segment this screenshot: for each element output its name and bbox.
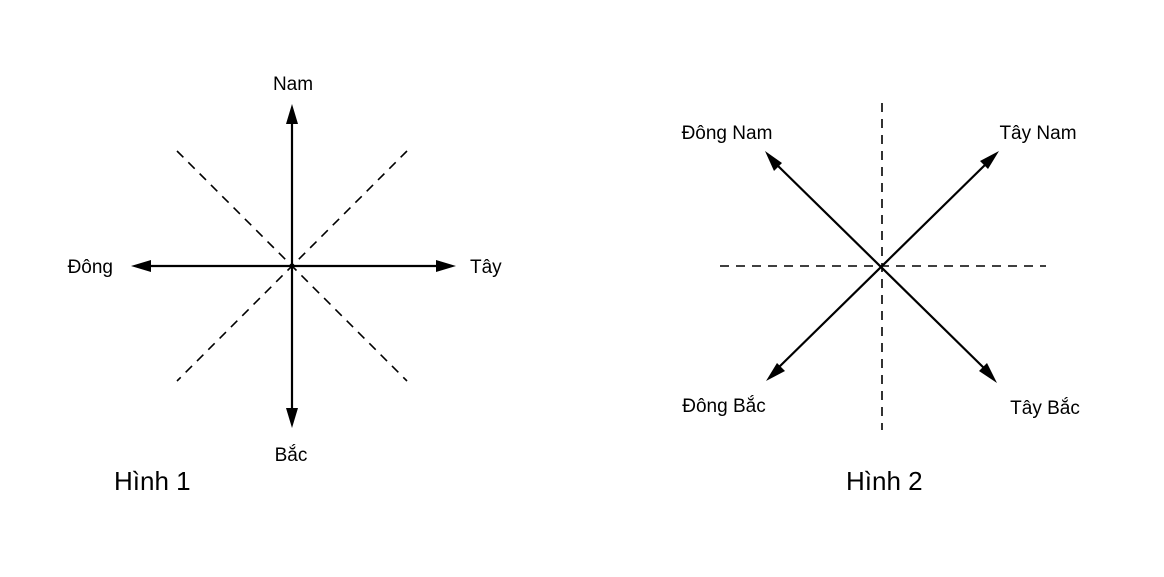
fig1-caption: Hình 1 bbox=[114, 466, 191, 496]
fig2-label-bottom-left: Đông Bắc bbox=[682, 395, 765, 417]
fig2-arrow-bottom-left-head bbox=[766, 363, 785, 381]
fig1-arrow-right-head bbox=[436, 260, 456, 272]
fig2-diagonal-up bbox=[775, 161, 989, 371]
fig2-caption: Hình 2 bbox=[846, 466, 923, 496]
fig2-diagonal-down bbox=[773, 161, 987, 371]
fig1-label-top: Nam bbox=[273, 74, 313, 95]
fig2-label-bottom-right: Tây Bắc bbox=[1010, 397, 1080, 419]
fig2-arrow-top-left-head bbox=[765, 151, 782, 171]
fig1-label-right: Tây bbox=[470, 257, 502, 278]
fig2-label-top-right: Tây Nam bbox=[999, 123, 1076, 144]
figure-1: Nam Bắc Đông Tây Hình 1 bbox=[68, 74, 503, 496]
fig1-arrow-down-head bbox=[286, 408, 298, 428]
fig1-label-bottom: Bắc bbox=[275, 444, 308, 466]
fig2-arrow-bottom-right-head bbox=[979, 363, 997, 383]
fig1-label-left: Đông bbox=[68, 257, 113, 278]
figure-2: Đông Nam Tây Nam Đông Bắc Tây Bắc Hình 2 bbox=[682, 103, 1080, 496]
fig1-arrow-left-head bbox=[131, 260, 151, 272]
fig2-arrow-top-right-head bbox=[980, 151, 999, 169]
fig2-label-top-left: Đông Nam bbox=[682, 123, 773, 144]
fig1-arrow-up-head bbox=[286, 104, 298, 124]
